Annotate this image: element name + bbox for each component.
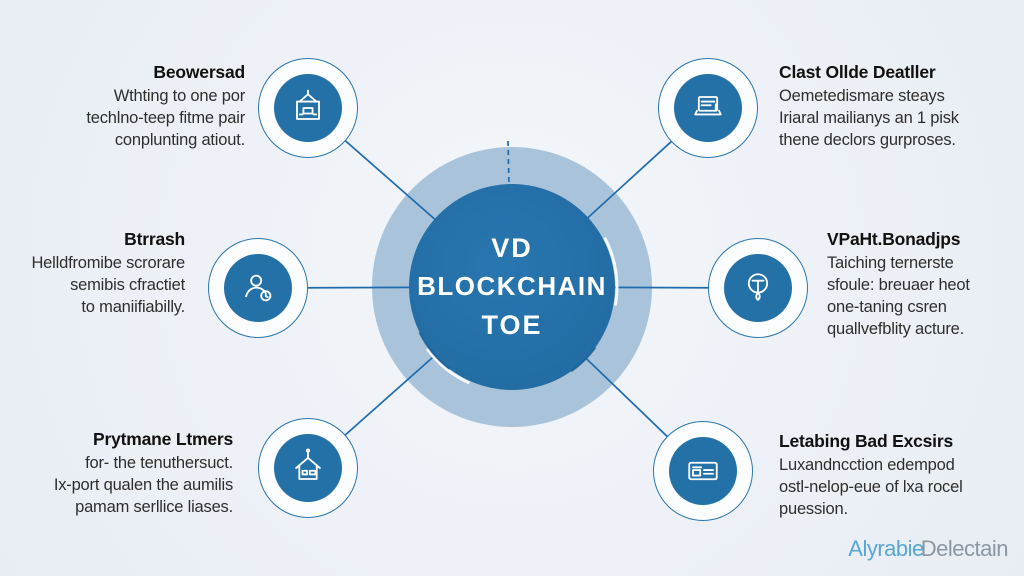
node-bubble-top-right xyxy=(658,58,758,158)
node-title: Letabing Bad Excsirs xyxy=(779,431,953,451)
laptop-icon xyxy=(674,74,742,142)
node-text-line: Iriaral mailianys an 1 pisk xyxy=(779,109,959,128)
node-title: VPaHt.Bonadjps xyxy=(827,229,961,249)
node-bubble-top-left xyxy=(258,58,358,158)
node-text-line: Luxandncction edempod xyxy=(779,456,955,475)
watermark-part2: Delectain xyxy=(920,536,1009,561)
node-text-line: pamam serllice liases. xyxy=(75,498,233,517)
node-label-bottom-left: Prytmane Ltmers for- the tenuthersuct. I… xyxy=(3,428,233,519)
node-text-line: sfoule: breuaer heot xyxy=(827,276,970,295)
center-title-line2: BLOCKCHAIN xyxy=(417,271,607,302)
node-title: Btrrash xyxy=(124,229,185,249)
node-label-bottom-right: Letabing Bad Excsirs Luxandncction edemp… xyxy=(779,430,1021,521)
node-bubble-bottom-left xyxy=(258,418,358,518)
node-text-line: puession. xyxy=(779,500,848,519)
node-text-line: one-taning csren xyxy=(827,298,947,317)
center-title-line3: TOE xyxy=(481,309,543,340)
card-icon xyxy=(669,437,737,505)
node-bubble-bottom-right xyxy=(653,421,753,521)
balloon-icon xyxy=(724,254,792,322)
node-text-line: Wthting to one por xyxy=(113,87,245,106)
watermark-part1: Alyrabie xyxy=(848,536,924,561)
node-label-top-left: Beowersad Wthting to one por techlno-tee… xyxy=(15,61,245,152)
node-text-line: semibis cfractiet xyxy=(70,276,185,295)
node-label-mid-left: Btrrash Helldfromibe scrorare semibis cf… xyxy=(2,228,185,319)
node-text-line: techlno-teep fitme pair xyxy=(86,109,245,128)
person-badge-icon xyxy=(224,254,292,322)
node-text-line: Oemetedismare steays xyxy=(779,87,945,106)
center-circle: VD BLOCKCHAIN TOE xyxy=(409,184,615,390)
center-title-line1: VD xyxy=(491,233,533,264)
node-bubble-mid-left xyxy=(208,238,308,338)
node-text-line: ostl-nelop-eue of lxa rocel xyxy=(779,478,963,497)
node-text-line: conplunting atiout. xyxy=(114,131,245,150)
house-icon xyxy=(274,434,342,502)
node-bubble-mid-right xyxy=(708,238,808,338)
watermark: AlyrabieDelectain xyxy=(848,536,1008,562)
node-text-line: Ix-port qualen the aumilis xyxy=(53,476,233,495)
node-text-line: to maniifiabilly. xyxy=(81,298,185,317)
node-title: Beowersad xyxy=(153,62,245,82)
node-label-mid-right: VPaHt.Bonadjps Taiching ternerste sfoule… xyxy=(827,228,1019,341)
node-label-top-right: Clast Ollde Deatller Oemetedismare steay… xyxy=(779,61,1017,152)
frame-building-icon xyxy=(274,74,342,142)
node-text-line: quallvefblity acture. xyxy=(827,320,965,339)
node-title: Prytmane Ltmers xyxy=(93,429,233,449)
node-title: Clast Ollde Deatller xyxy=(779,62,936,82)
node-text-line: Taiching ternerste xyxy=(827,254,954,273)
node-text-line: for- the tenuthersuct. xyxy=(85,454,233,473)
node-text-line: thene declors gurproses. xyxy=(779,131,956,150)
node-text-line: Helldfromibe scrorare xyxy=(31,254,185,273)
